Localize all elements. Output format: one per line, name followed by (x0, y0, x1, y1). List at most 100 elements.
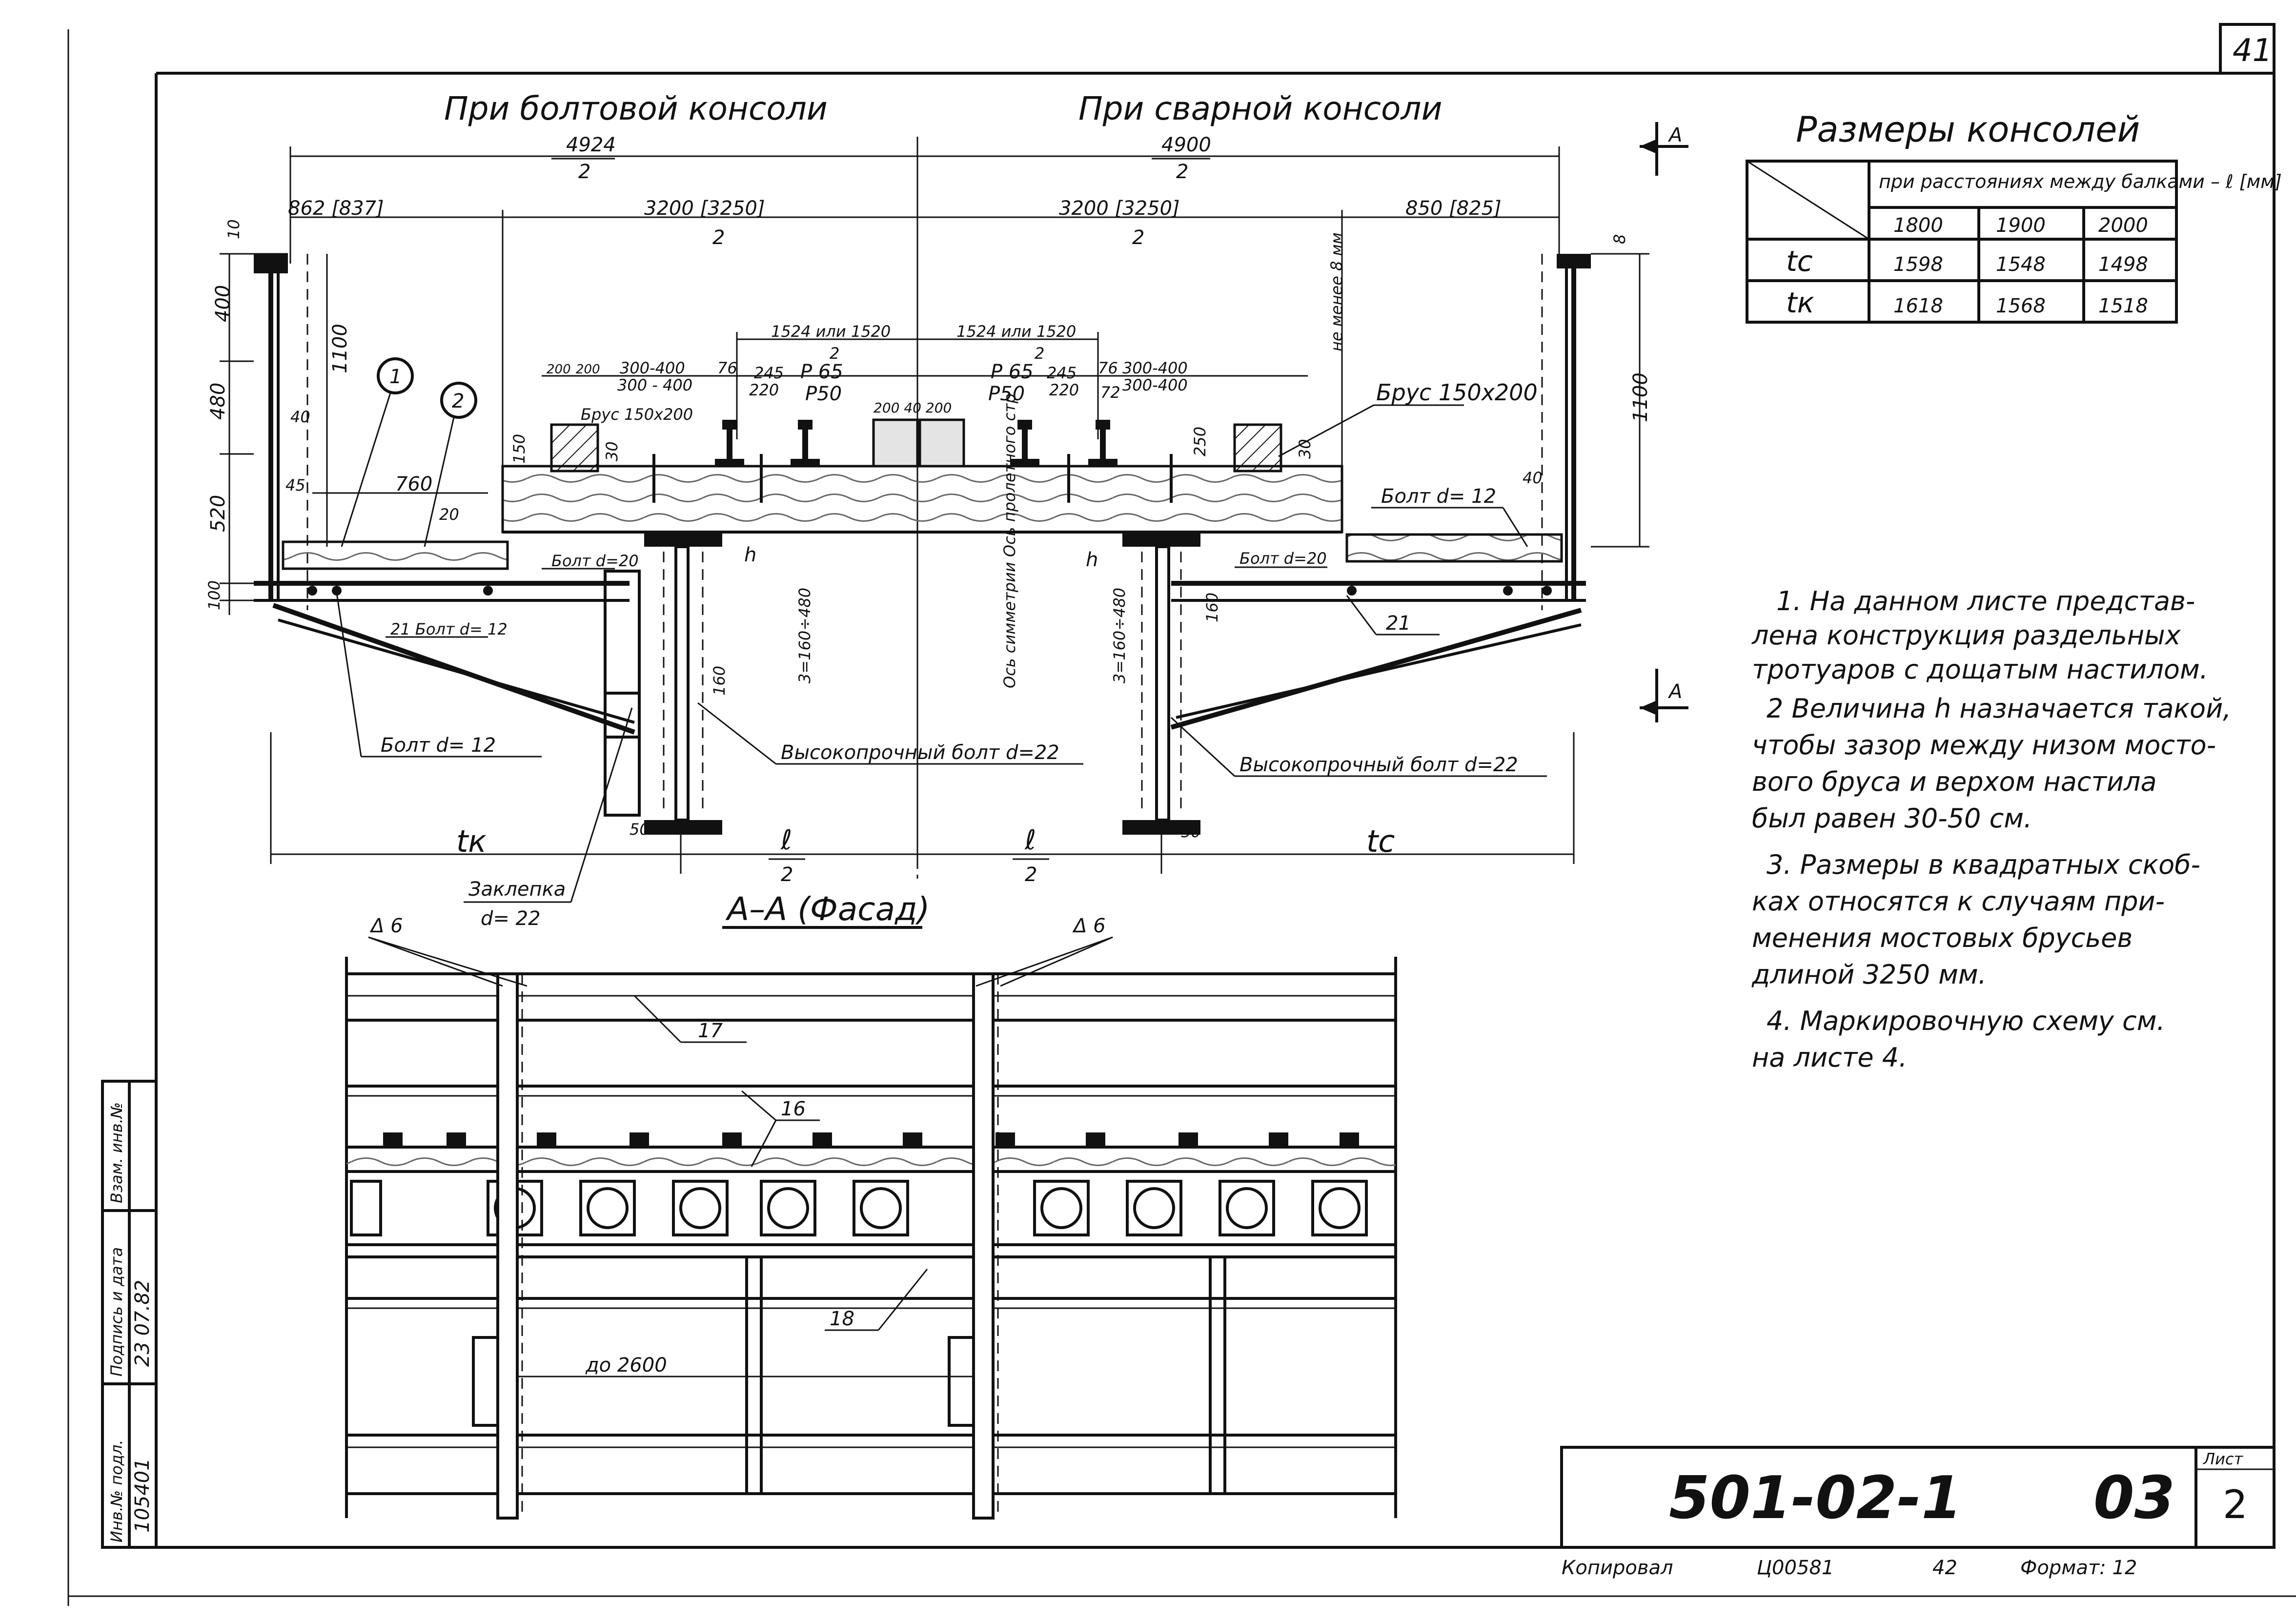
label-bolt-d20-left: Болт d=20 (551, 552, 639, 570)
dim-300-400-d: 300-400 (1122, 376, 1188, 394)
table-row-tk-1900: 1568 (1996, 295, 2046, 317)
callout-1: 1 (389, 366, 402, 388)
side-stamp-col2-value: 23 07.82 (131, 1280, 154, 1367)
girder-right (1122, 532, 1200, 835)
table-col-1900: 1900 (1996, 214, 2046, 237)
dim-300-400-c: 300-400 (1122, 359, 1188, 377)
right-vertical-dims: 1100 8 40 (1523, 234, 1652, 548)
dim-8: 8 (1610, 234, 1629, 244)
dim-total-left: 4924 (566, 134, 616, 156)
dim-220b: 220 (1049, 381, 1079, 399)
notes: 1. На данном листе представ- лена констр… (1751, 586, 2231, 1073)
label-rivet: Заклепка (468, 878, 566, 901)
bolt-callouts: Болт d=20 Болт d=20 Болт d= 12 21 Болт d… (336, 485, 1547, 777)
note-line-11: длиной 3250 мм. (1751, 959, 1987, 990)
beam-label-left: Брус 150х200 (581, 405, 693, 424)
dim-total-right: 4900 (1161, 134, 1211, 156)
rail-left-2 (791, 420, 820, 466)
rivet-label: Заклепка d= 22 (464, 707, 633, 930)
label-pos-18: 18 (830, 1308, 854, 1330)
sheet-number-top-box: 41 (2219, 23, 2276, 75)
dim-half-b: 2 (1176, 161, 1188, 183)
table-row-tc-label: tс (1786, 245, 1813, 278)
dim-gauge-left: 1524 или 1520 (771, 322, 891, 341)
dim-right-inner: 3200 [3250] (1059, 197, 1180, 220)
dim-left-outer: 862 [837] (288, 197, 384, 220)
dim-220a: 220 (749, 381, 779, 399)
sheet-frame (67, 29, 2296, 1606)
dim-right-outer: 850 [825] (1405, 197, 1502, 220)
dim-40-left: 40 (290, 408, 310, 426)
dim-245b: 245 (1047, 364, 1077, 382)
dim-200-40-200: 200 40 200 (874, 400, 952, 416)
note-line-7: был равен 30-50 см. (1752, 803, 2032, 834)
dim-tk: tк (456, 823, 487, 859)
section-mark-top: А (1667, 124, 1682, 146)
dim-100-left: 100 (205, 580, 224, 610)
stamp-sheet-label: Лист (2203, 1450, 2243, 1468)
dim-245a: 245 (754, 364, 784, 382)
dim-1100-right: 1100 (1629, 372, 1652, 422)
callout-2: 2 (452, 390, 464, 412)
sheet-number-top: 41 (2233, 33, 2272, 69)
dim-half-f: 2 (1035, 344, 1044, 363)
dim-l-right: ℓ (1024, 824, 1036, 856)
note-line-1: 1. На данном листе представ- (1776, 586, 2195, 617)
dim-300-400-b: 300 - 400 (617, 376, 692, 394)
note-line-4: 2 Величина h назначается такой, (1767, 693, 2231, 724)
side-stamp-col1-label: Инв.№ подл. (107, 1439, 126, 1542)
dim-h-right: h (1086, 549, 1098, 571)
dimension-chain-bottom: tк ℓ 2 ℓ 2 tс (270, 732, 1575, 886)
table-col-1800: 1800 (1893, 214, 1943, 237)
stamp-sub: 03 (2093, 1464, 2175, 1532)
beam-label-right: Брус 150х200 (1376, 379, 1538, 406)
note-line-8: 3. Размеры в квадратных скоб- (1767, 849, 2200, 880)
dim-40-right: 40 (1523, 469, 1543, 487)
right-view-title: При сварной консоли (1078, 90, 1442, 127)
note-line-12: 4. Маркировочную схему см. (1767, 1006, 2165, 1036)
stamp-format: Формат: 12 (2020, 1557, 2137, 1579)
stamp-copy-no: 42 (1932, 1557, 1957, 1579)
dim-200a: 200 (547, 362, 571, 377)
dim-left-inner: 3200 [3250] (644, 197, 765, 220)
dim-half-h: 2 (1025, 863, 1037, 886)
dim-l-left: ℓ (780, 824, 792, 856)
dim-400-left: 400 (212, 285, 234, 322)
table-header-main: при расстояниях между балками – ℓ [мм] (1879, 171, 2282, 192)
note-line-13: на листе 4. (1752, 1042, 1907, 1073)
height-range-dims: h 3=160÷480 160 h 3=160÷480 160 50 50 (630, 544, 1221, 841)
label-pos-17: 17 (698, 1020, 723, 1042)
cantilever-right (1170, 254, 1591, 730)
dim-10: 10 (224, 219, 243, 239)
section-mark-mid: А (1667, 680, 1682, 703)
dim-72: 72 (1100, 383, 1120, 402)
dim-480-left: 480 (207, 383, 229, 420)
dim-half-d: 2 (1132, 226, 1144, 249)
note-line-6: вого бруса и верхом настила (1752, 766, 2157, 797)
side-stamp-col1-value: 105401 (131, 1458, 154, 1533)
side-stamp-col2-label: Подпись и дата (107, 1247, 126, 1377)
table-row-tc-1900: 1548 (1996, 253, 2046, 276)
table-title: Размеры консолей (1796, 109, 2140, 150)
axis-label: Ось симметрии Ось пролетного стр (1000, 393, 1019, 688)
min-gap-label: не менее 8 мм (1327, 232, 1346, 351)
note-line-2: лена конструкция раздельных (1751, 620, 2181, 651)
rail-p50-right: Р50 (988, 383, 1025, 405)
dim-300-400-a: 300-400 (620, 359, 685, 377)
label-rivet-d: d= 22 (481, 907, 541, 930)
dim-half-c: 2 (712, 226, 725, 249)
label-bolt-d20-right: Болт d=20 (1239, 549, 1327, 568)
dim-520-left: 520 (207, 495, 229, 532)
deck-cross-section: Брус 150х200 Брус 150х200 (501, 379, 1538, 534)
dim-250: 250 (1191, 427, 1209, 456)
dim-760: 760 (395, 473, 432, 495)
stamp-code: 501-02-1 (1669, 1464, 1962, 1532)
label-hs-bolt-right: Высокопрочный болт d=22 (1239, 754, 1518, 776)
dim-50-left: 50 (630, 820, 650, 839)
label-bolt-d12-left: Болт d= 12 (381, 734, 496, 757)
section-title: А–А (Фасад) (725, 890, 930, 928)
dim-half-a: 2 (578, 161, 590, 183)
facade-post-left (472, 972, 523, 1520)
stamp-copy-code: Ц00581 (1757, 1557, 1834, 1579)
